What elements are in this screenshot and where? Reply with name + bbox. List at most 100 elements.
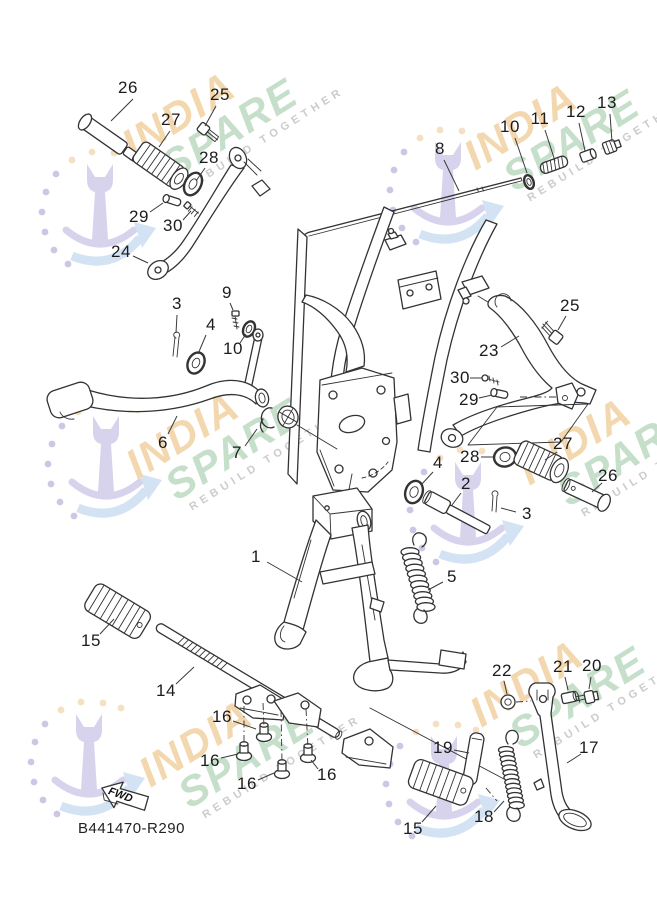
leader-line-18 — [493, 800, 505, 813]
leader-line-17 — [566, 753, 582, 764]
leader-line-3 — [175, 314, 178, 334]
callout-6: 6 — [158, 433, 168, 452]
leader-line-10 — [514, 137, 528, 174]
leader-line-28 — [195, 167, 206, 182]
part-bolt-20 — [576, 689, 600, 705]
part-pin-29-right — [490, 387, 509, 399]
callout-17: 17 — [579, 738, 599, 757]
leader-line-30 — [182, 210, 192, 221]
part-link-rod — [242, 328, 264, 395]
part-spring-18 — [497, 729, 525, 822]
callout-5: 5 — [447, 567, 457, 586]
part-center-stand-1 — [274, 487, 467, 692]
callout-24: 24 — [111, 242, 131, 261]
leader-line-26 — [110, 98, 134, 122]
alignment-line — [369, 707, 505, 780]
part-pin-29-left — [162, 193, 182, 207]
leader-line-7 — [244, 428, 258, 447]
part-code: B441470-R290 — [78, 820, 185, 837]
axis-line-19 — [485, 787, 498, 802]
leader-line-10 — [239, 333, 247, 344]
callout-25: 25 — [210, 85, 230, 104]
leader-line-1 — [266, 561, 303, 583]
callout-11: 11 — [530, 109, 550, 128]
part-bracket-24 — [147, 146, 271, 281]
leader-line-3 — [500, 507, 517, 513]
callout-4: 4 — [206, 315, 216, 334]
callout-19: 19 — [433, 738, 453, 757]
leader-line-9 — [229, 302, 234, 311]
leader-line-19 — [453, 749, 470, 754]
callout-3: 3 — [172, 294, 182, 313]
leader-line-16 — [232, 720, 257, 730]
callout-25: 25 — [560, 296, 580, 315]
leader-line-14 — [175, 666, 195, 685]
leader-line-12 — [578, 122, 586, 152]
callout-10: 10 — [223, 339, 243, 358]
part-brake-pedal-6 — [46, 379, 270, 420]
callout-4: 4 — [433, 453, 443, 472]
leader-line-27 — [158, 130, 171, 148]
part-washer-10-mid — [241, 320, 257, 338]
leader-line-25 — [204, 105, 217, 127]
callout-15: 15 — [403, 819, 423, 838]
callout-16: 16 — [200, 751, 220, 770]
callout-29: 29 — [129, 207, 149, 226]
leader-line-13 — [609, 113, 613, 143]
leader-line-6 — [167, 415, 178, 435]
callout-1: 1 — [251, 547, 261, 566]
callout-16: 16 — [237, 774, 257, 793]
leader-line-27 — [544, 451, 558, 461]
part-screw-30-left — [183, 201, 199, 217]
leader-line-16 — [310, 759, 319, 770]
part-bolt-9 — [231, 310, 240, 330]
part-bolts-16 — [235, 702, 317, 780]
leader-line-5 — [427, 581, 444, 591]
callout-18: 18 — [474, 807, 494, 826]
leader-line-21 — [564, 676, 569, 691]
leader-line-4 — [420, 471, 434, 486]
leader-line-11 — [544, 129, 556, 162]
callout-16: 16 — [212, 707, 232, 726]
callout-30: 30 — [450, 368, 470, 387]
callout-27: 27 — [161, 110, 181, 129]
part-rod-2 — [422, 490, 491, 535]
leader-line-4 — [197, 334, 207, 355]
leader-line-16 — [257, 772, 275, 781]
part-footrest-rubber-rear-right — [407, 758, 474, 806]
part-plate-outline — [467, 403, 589, 446]
part-cap-bolt-13 — [601, 139, 622, 155]
callout-21: 21 — [553, 657, 573, 676]
callout-26: 26 — [118, 78, 138, 97]
callout-14: 14 — [156, 681, 176, 700]
leader-line-15 — [421, 805, 437, 823]
axis-line — [515, 700, 532, 703]
callout-2: 2 — [461, 474, 471, 493]
leader-line-2 — [451, 492, 462, 506]
part-mount-plates — [234, 684, 394, 769]
part-bolt-25-right — [541, 320, 564, 345]
callout-28: 28 — [199, 148, 219, 167]
callout-15: 15 — [81, 631, 101, 650]
part-washer-4-right — [403, 479, 425, 505]
callout-10: 10 — [500, 117, 520, 136]
part-footrest-rubber-front-left — [84, 583, 152, 640]
callout-26: 26 — [598, 466, 618, 485]
callout-29: 29 — [459, 390, 479, 409]
callout-27: 27 — [553, 434, 573, 453]
frame — [287, 206, 507, 506]
leader-line-15 — [99, 618, 115, 635]
part-spring-5 — [400, 532, 436, 624]
part-bolt-25-left — [196, 121, 220, 143]
leader-line-24 — [132, 255, 149, 264]
callout-20: 20 — [582, 656, 602, 675]
callout-13: 13 — [597, 93, 617, 112]
leader-line-29 — [478, 394, 493, 399]
leader-line-29 — [149, 202, 164, 213]
part-nut-22 — [500, 694, 516, 710]
leader-line-22 — [503, 680, 508, 695]
callout-22: 22 — [492, 661, 512, 680]
leader-line-25 — [557, 315, 567, 331]
